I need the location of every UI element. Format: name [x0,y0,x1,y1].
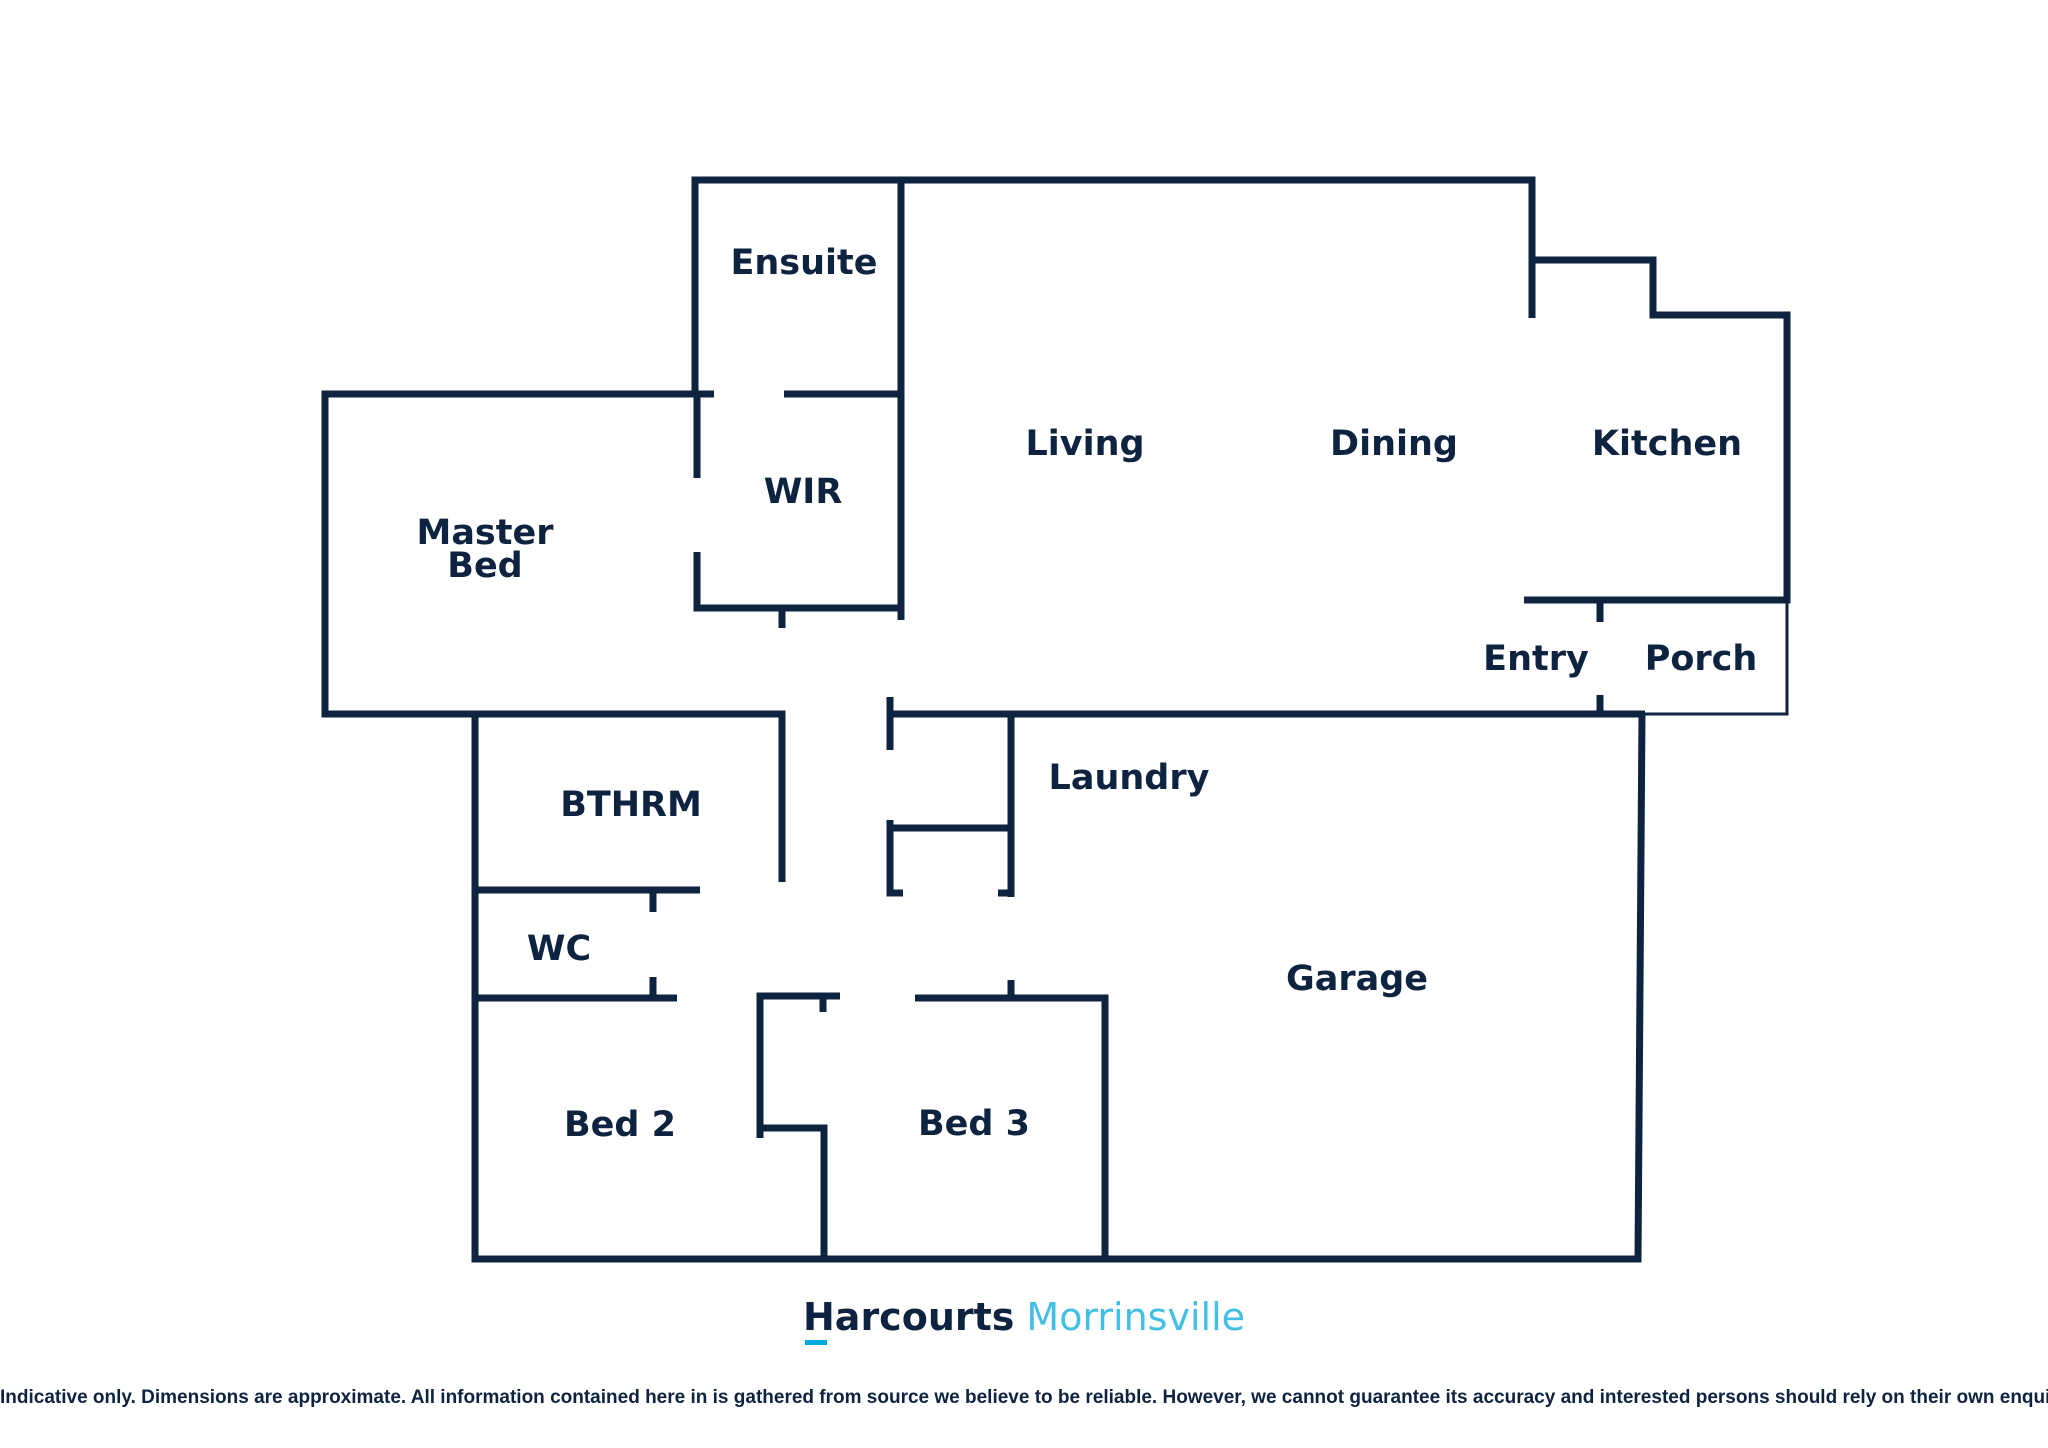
room-label-garage: Garage [1286,959,1428,999]
brand-name: Harcourts [803,1295,1015,1339]
room-label-master-bed-2: Bed [447,546,522,586]
walls [321,176,1791,1263]
wall-top-main [901,176,1536,318]
room-label-wir: WIR [764,472,843,512]
wall-bed2-cupboard [756,992,840,1138]
wall-bed3-garage [915,994,1109,1259]
room-label-dining: Dining [1330,424,1458,464]
room-label-bathroom: BTHRM [560,785,702,825]
wall-kitchen-step [1524,256,1791,604]
room-label-bed2: Bed 2 [564,1105,676,1145]
brand-office: Morrinsville [1026,1295,1245,1339]
room-labels: Ensuite WIR Master Bed Living Dining Kit… [416,243,1757,1145]
room-label-wc: WC [527,929,591,969]
wall-garage [471,713,1646,1263]
wall-bed2-bed3 [760,1124,828,1259]
room-label-master-bed-1: Master [416,513,554,553]
room-label-ensuite: Ensuite [730,243,877,283]
room-label-porch: Porch [1645,639,1758,679]
wall-master-bed-outer [321,390,786,882]
wall-laundry-cupboard [886,820,903,897]
room-label-bed3: Bed 3 [918,1104,1030,1144]
room-label-kitchen: Kitchen [1592,424,1742,464]
room-label-laundry: Laundry [1049,758,1210,798]
room-label-entry: Entry [1483,639,1589,679]
disclaimer-text: Indicative only. Dimensions are approxim… [0,1387,2048,1408]
wall-ensuite-left [691,176,901,395]
wall-wir-left-lower [693,552,901,612]
room-label-living: Living [1025,424,1144,464]
wall-porch-outline [1645,600,1789,716]
